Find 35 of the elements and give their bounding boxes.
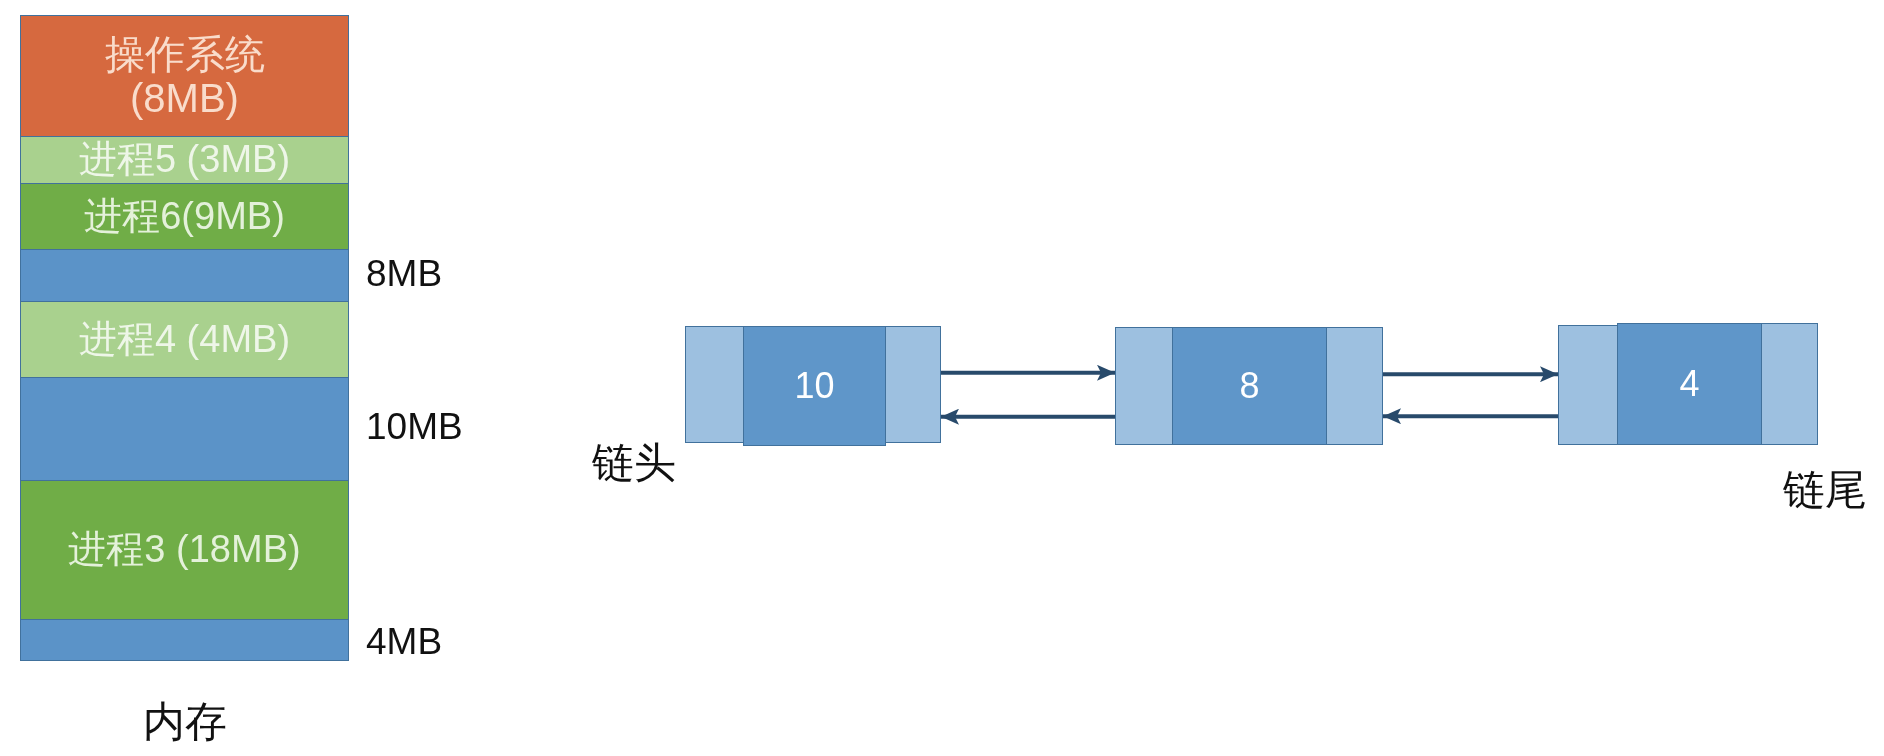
arrow (1383, 366, 1558, 383)
arrow (1383, 408, 1558, 425)
memory-block (20, 301, 349, 378)
pointer-cell (1761, 323, 1818, 445)
size-label: 4MB (366, 621, 443, 663)
size-label: 10MB (366, 406, 463, 448)
memory-block (20, 183, 349, 250)
free-block (20, 249, 349, 302)
size-label: 8MB (366, 253, 443, 295)
memory-caption: 内存 (143, 698, 227, 746)
pointer-cell (1326, 327, 1383, 445)
pointer-cell (685, 326, 744, 443)
node-value: 4 (1679, 364, 1700, 404)
node-value: 10 (794, 366, 835, 406)
memory-block (20, 15, 349, 137)
block-label: 操作系统(8MB) (103, 32, 266, 120)
pointer-cell (885, 326, 941, 443)
pointer-cell (1558, 325, 1618, 445)
head-label: 链头 (592, 439, 676, 487)
pointer-cell (1115, 327, 1173, 445)
block-label: 进程5 (3MB) (78, 139, 291, 181)
arrow (941, 364, 1115, 381)
block-label: 进程3 (18MB) (68, 529, 301, 571)
node-value: 8 (1239, 366, 1260, 406)
data-cell (1172, 327, 1327, 445)
free-block (20, 619, 349, 661)
memory-block (20, 480, 349, 620)
arrow (941, 408, 1115, 425)
data-cell (743, 326, 886, 446)
block-label: 进程4 (4MB) (78, 318, 291, 361)
tail-label: 链尾 (1783, 466, 1867, 514)
memory-block (20, 136, 349, 184)
free-block (20, 377, 349, 481)
data-cell (1617, 323, 1762, 445)
block-label: 进程6(9MB) (84, 195, 285, 238)
